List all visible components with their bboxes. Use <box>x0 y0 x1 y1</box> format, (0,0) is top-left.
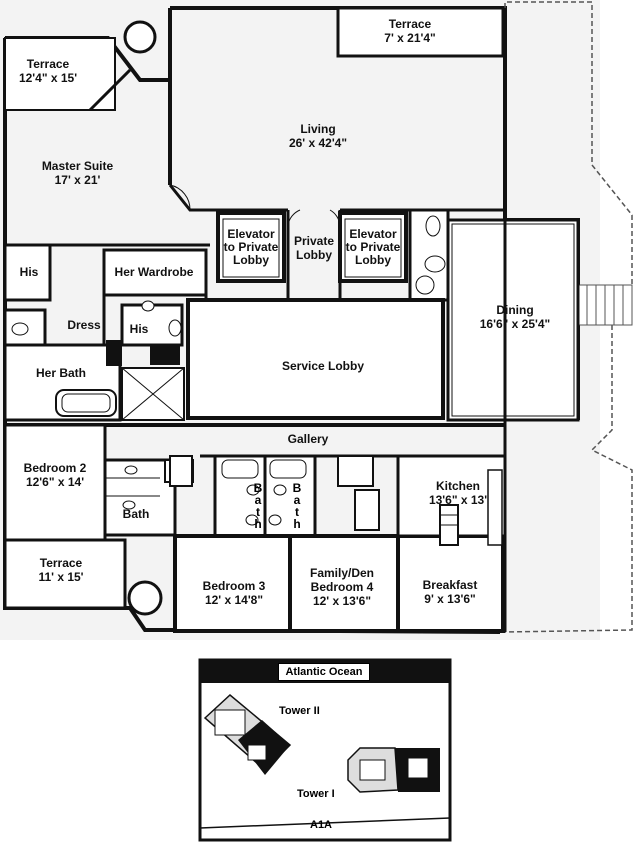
master-suite-name: Master Suite <box>41 159 114 173</box>
bedroom2-dims: 12'6" x 14' <box>25 475 85 489</box>
terrace-left-name: Terrace <box>26 57 70 71</box>
dining-room <box>446 218 580 422</box>
terrace-top-name: Terrace <box>388 17 432 31</box>
bedroom4-room <box>288 534 400 633</box>
master-suite-dims: 17' x 21' <box>54 173 101 187</box>
terrace-bottom-name: Terrace <box>39 556 83 570</box>
bedroom3-label: Bedroom 3 12' x 14'8" <box>194 579 274 607</box>
bath-a-letter: a <box>254 493 262 507</box>
terrace-top-label: Terrace 7' x 21'4" <box>370 17 450 45</box>
her-wardrobe-label: Her Wardrobe <box>114 265 194 279</box>
tower2-shape <box>203 694 292 775</box>
service-lobby-room <box>186 298 445 420</box>
stairs <box>577 284 633 326</box>
master-suite-label: Master Suite 17' x 21' <box>35 159 120 187</box>
dining-name: Dining <box>496 303 534 317</box>
service-lobby-label: Service Lobby <box>281 359 365 373</box>
bedroom2-name: Bedroom 2 <box>23 461 87 475</box>
breakfast-dims: 9' x 13'6" <box>424 592 476 606</box>
bedroom3-room <box>173 534 292 633</box>
bedroom3-dims: 12' x 14'8" <box>204 593 264 607</box>
bedroom4-label: Family/Den Bedroom 4 12' x 13'6" <box>300 566 384 608</box>
tower2-label: Tower II <box>279 705 320 717</box>
bath-a-letter: B <box>253 481 263 495</box>
bath-b-letter: a <box>293 493 301 507</box>
bedroom4-dims: 12' x 13'6" <box>312 594 372 608</box>
his-bottom-label: His <box>129 322 149 336</box>
bath-b-letter: B <box>292 481 302 495</box>
bath-b-letter: t <box>295 505 299 519</box>
kitchen-name: Kitchen <box>435 479 480 493</box>
terrace-top-room <box>336 6 505 58</box>
terrace-bottom-room <box>3 538 127 610</box>
his-top-label: His <box>19 265 39 279</box>
gallery-label: Gallery <box>287 432 329 446</box>
terrace-left-room <box>4 37 116 111</box>
living-label: Living 26' x 42'4" <box>278 122 358 150</box>
bedroom3-name: Bedroom 3 <box>202 579 266 593</box>
bath-a-vertical-label: B a t h <box>253 482 263 530</box>
terrace-left-dims: 12'4" x 15' <box>18 71 78 85</box>
column-circle <box>123 20 157 54</box>
dining-label: Dining 16'6" x 25'4" <box>470 303 560 331</box>
elevator-left-label: Elevator to Private Lobby <box>223 227 279 267</box>
breakfast-label: Breakfast 9' x 13'6" <box>412 578 488 606</box>
kitchen-label: Kitchen 13'6" x 13' <box>420 479 496 507</box>
breakfast-name: Breakfast <box>422 578 478 592</box>
living-dims: 26' x 42'4" <box>288 136 348 150</box>
living-name: Living <box>300 122 336 136</box>
dress-label: Dress <box>67 318 101 332</box>
her-wardrobe-room <box>102 248 208 297</box>
her-bath-label: Her Bath <box>35 366 86 380</box>
terrace-top-dims: 7' x 21'4" <box>384 31 436 45</box>
bath-a-letter: h <box>254 517 262 531</box>
bedroom2-label: Bedroom 2 12'6" x 14' <box>15 461 95 489</box>
elevator-right-label: Elevator to Private Lobby <box>345 227 401 267</box>
bath-a-letter: t <box>256 505 260 519</box>
bathtub <box>55 389 117 417</box>
tower1-shape <box>347 747 440 793</box>
bath-b-vertical-label: B a t h <box>292 482 302 530</box>
terrace-bottom-label: Terrace 11' x 15' <box>24 556 98 584</box>
column-circle <box>127 580 163 616</box>
road-label: A1A <box>310 819 333 831</box>
kitchen-dims: 13'6" x 13' <box>428 493 488 507</box>
dining-dims: 16'6" x 25'4" <box>479 317 551 331</box>
bedroom4-name: Family/Den Bedroom 4 <box>309 566 375 594</box>
bath-room <box>103 458 177 537</box>
terrace-left-label: Terrace 12'4" x 15' <box>8 57 88 85</box>
road-line <box>199 817 451 829</box>
private-lobby-label: Private Lobby <box>293 234 335 262</box>
bath-label: Bath <box>122 507 150 521</box>
ocean-label: Atlantic Ocean <box>278 663 370 681</box>
tower1-label: Tower I <box>297 788 335 800</box>
bath-b-letter: h <box>293 517 301 531</box>
elevator-left-room <box>216 211 286 283</box>
terrace-bottom-dims: 11' x 15' <box>38 570 84 584</box>
